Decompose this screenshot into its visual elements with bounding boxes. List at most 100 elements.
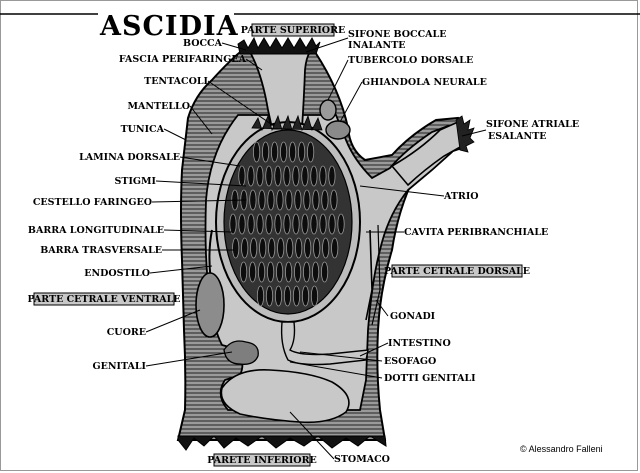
stigma-slit	[304, 237, 312, 259]
stigma-slit	[337, 213, 345, 235]
stigma-slit	[311, 261, 320, 283]
stigma-slit	[257, 261, 266, 283]
stigma-slit	[320, 261, 329, 283]
svg-text:PARTE CETRALE DORSALE: PARTE CETRALE DORSALE	[384, 266, 530, 277]
label-endostilo: ENDOSTILO	[84, 268, 150, 279]
stigma-slit	[274, 213, 282, 235]
stigma-slit	[277, 237, 285, 259]
stigma-slit	[247, 213, 255, 235]
label-tubercolo: TUBERCOLO DORSALE	[348, 55, 473, 66]
gonad-line	[365, 229, 373, 321]
stigma-slit	[292, 213, 300, 235]
genitali-blob	[223, 340, 259, 365]
label-inalante: INALANTE	[348, 40, 406, 51]
label-barra-trasv: BARRA TRASVERSALE	[40, 245, 162, 256]
stigma-slit	[331, 237, 339, 259]
stigma-slit	[313, 237, 321, 259]
label-lamina: LAMINA DORSALE	[79, 152, 180, 163]
stigma-slit	[247, 165, 255, 187]
stigma-slit	[286, 237, 294, 259]
label-esofago: ESOFAGO	[384, 356, 436, 367]
label-esalante: ESALANTE	[488, 131, 547, 142]
stigma-slit	[288, 141, 297, 163]
stigma-slit	[285, 189, 293, 211]
ghiandola-neurale	[325, 120, 351, 140]
stigma-slit	[253, 141, 261, 163]
box-parte-superiore: PARTE SUPERIORE	[241, 23, 345, 37]
stigma-slit	[241, 237, 249, 259]
stigma-slit	[306, 141, 315, 163]
stigma-slit	[283, 213, 291, 235]
tentacoli	[251, 114, 323, 132]
cuore	[195, 272, 225, 338]
label-stomaco: STOMACO	[334, 454, 390, 465]
stigma-slit	[267, 189, 275, 211]
label-tentacoli: TENTACOLI	[144, 76, 208, 87]
stigma-slit	[295, 237, 303, 259]
label-sifone-boccale: SIFONE BOCCALE	[348, 29, 446, 40]
credit-text: © Alessandro Falleni	[520, 444, 603, 454]
stigma-slit	[283, 285, 292, 307]
stigma-slit	[261, 141, 270, 163]
label-cuore: CUORE	[107, 327, 146, 338]
label-genitali: GENITALI	[92, 361, 146, 372]
svg-text:PARTE CETRALE VENTRALE: PARTE CETRALE VENTRALE	[27, 294, 180, 305]
stigma-slit	[259, 237, 267, 259]
stigma-slit	[249, 189, 257, 211]
stigma-slit	[274, 165, 282, 187]
label-ghiandola: GHIANDOLA NEURALE	[362, 77, 487, 88]
stigma-slit	[294, 189, 302, 211]
mouth-fringe	[237, 36, 321, 55]
stigma-slit	[301, 165, 309, 187]
box-parete-inferiore: PARETE INFERIORE	[207, 453, 317, 467]
label-intestino: INTESTINO	[388, 338, 451, 349]
stigma-slit	[322, 237, 330, 259]
label-cavita: CAVITA PERIBRANCHIALE	[404, 227, 548, 238]
stigma-slit	[258, 189, 266, 211]
stigma-slit	[319, 213, 327, 235]
label-bocca: BOCCA	[183, 38, 223, 49]
label-mantello: MANTELLO	[127, 101, 190, 112]
stigmi-grid	[229, 141, 345, 307]
stigma-slit	[275, 261, 284, 283]
stigma-slit	[249, 261, 257, 283]
stigma-slit	[328, 165, 336, 187]
stigma-slit	[302, 261, 311, 283]
stigma-slit	[312, 189, 320, 211]
stigma-slit	[292, 165, 300, 187]
stigma-slit	[240, 261, 248, 283]
stigma-slit	[250, 237, 258, 259]
stigma-slit	[265, 213, 273, 235]
stigma-slit	[238, 165, 246, 187]
stigma-slit	[303, 189, 311, 211]
gonad-line-2	[371, 224, 381, 326]
stigma-slit	[238, 213, 246, 235]
svg-text:PARETE INFERIORE: PARETE INFERIORE	[207, 455, 316, 466]
stigma-slit	[328, 213, 336, 235]
base-fringe	[177, 435, 387, 451]
stigma-slit	[330, 189, 338, 211]
stigma-slit	[270, 141, 279, 163]
diagram-title: ASCIDIA	[99, 11, 239, 42]
leader-lines	[145, 37, 487, 460]
box-parte-dorsale: PARTE CETRALE DORSALE	[384, 264, 530, 278]
box-parte-ventrale: PARTE CETRALE VENTRALE	[27, 292, 181, 306]
label-cestello: CESTELLO FARINGEO	[33, 197, 152, 208]
label-fascia: FASCIA PERIFARINGEA	[119, 54, 247, 65]
label-atrio: ATRIO	[443, 191, 479, 202]
stigma-slit	[310, 213, 318, 235]
esofago	[280, 321, 369, 366]
stigma-slit	[279, 141, 288, 163]
stigma-slit	[297, 141, 306, 163]
svg-text:PARTE SUPERIORE: PARTE SUPERIORE	[241, 25, 345, 36]
stigma-slit	[283, 165, 291, 187]
stigma-slit	[319, 165, 327, 187]
label-gonadi: GONADI	[390, 311, 436, 322]
stigma-slit	[292, 285, 301, 307]
label-barra-long: BARRA LONGITUDINALE	[28, 225, 164, 236]
stigma-slit	[274, 285, 283, 307]
stigma-slit	[301, 285, 310, 307]
